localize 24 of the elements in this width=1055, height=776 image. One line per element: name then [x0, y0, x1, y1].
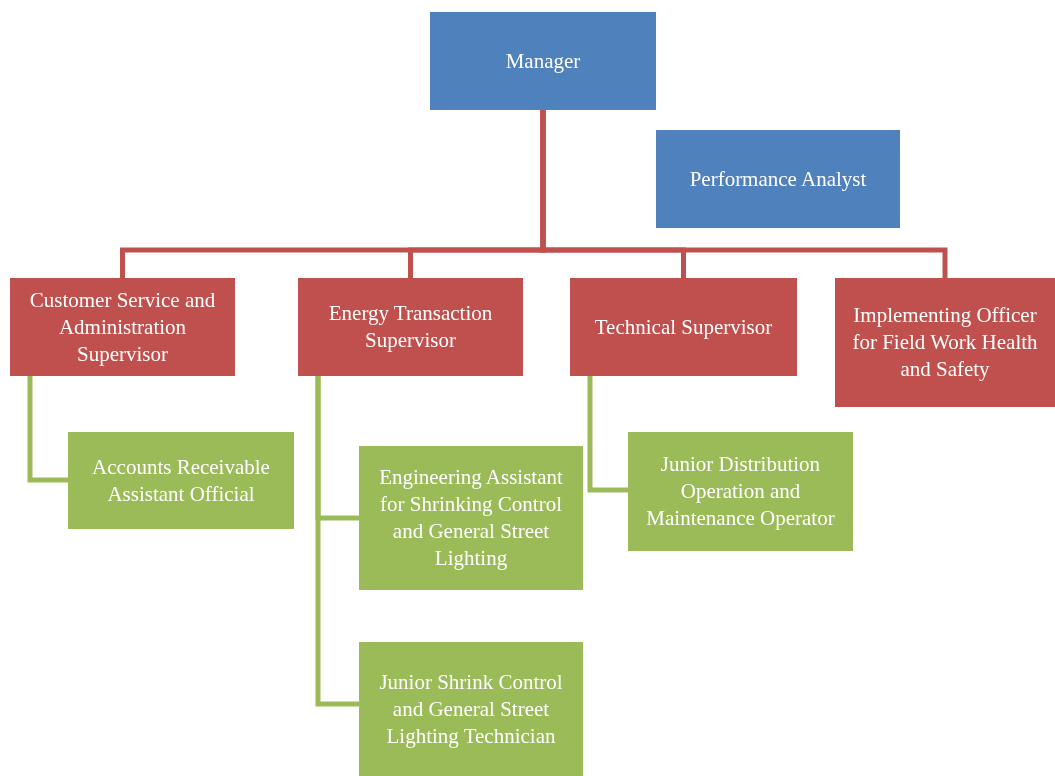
role-box [656, 130, 900, 228]
role-title: Junior Distribution Operation and Maintenance Operator [645, 451, 836, 532]
role-box [10, 278, 235, 376]
role-title: Junior Shrink Control and General Street Lighting Technician [378, 668, 564, 750]
role-box [835, 278, 1055, 407]
role-box [570, 278, 797, 376]
role-box [68, 432, 294, 529]
role-box [359, 642, 583, 776]
role-title: Performance Analyst [689, 165, 867, 193]
role-box [298, 278, 523, 376]
role-box [359, 446, 583, 590]
connector-line [540, 110, 948, 278]
role-title: Manager [505, 47, 581, 75]
role-box [628, 432, 853, 551]
connector-line [587, 376, 628, 493]
role-title: Implementing Officer for Field Work Health and Safety [851, 302, 1039, 383]
role-title: Energy Transaction Supervisor [327, 300, 494, 354]
connector-line [27, 376, 68, 483]
role-title: Engineering Assistant for Shrinking Control and General Street Lighting [378, 464, 564, 572]
role-box [430, 12, 656, 110]
role-title: Accounts Receivable Assistant Official [91, 453, 271, 508]
role-title: Customer Service and Administration Supervisor [28, 286, 217, 368]
connector-line [315, 376, 359, 707]
role-title: Technical Supervisor [594, 313, 773, 341]
